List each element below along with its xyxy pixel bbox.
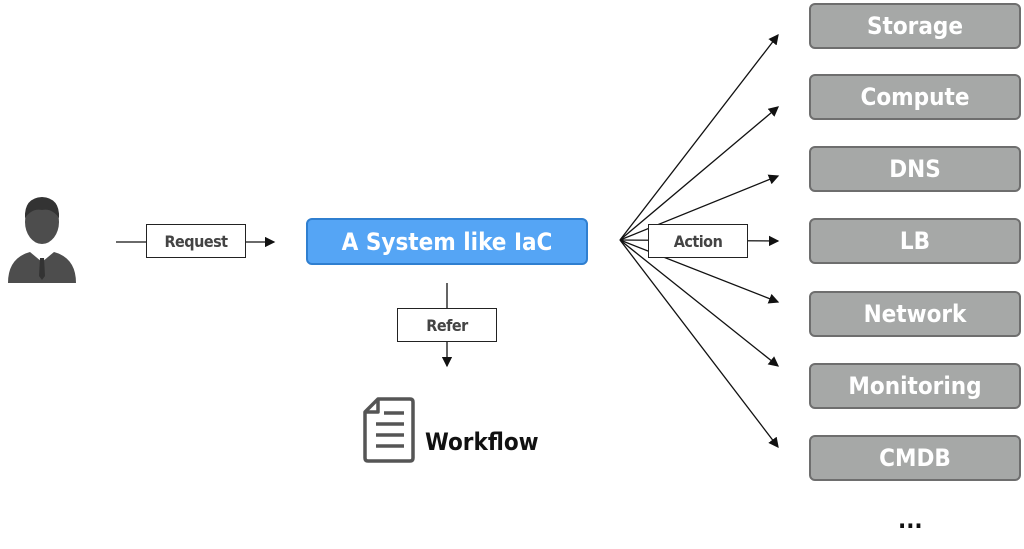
request-label: Request — [146, 224, 246, 258]
target-lb: LB — [809, 218, 1021, 264]
more-ellipsis: ... — [898, 506, 923, 534]
target-monitoring: Monitoring — [809, 363, 1021, 409]
document-icon — [363, 397, 415, 463]
target-dns: DNS — [809, 146, 1021, 192]
workflow-label: Workflow — [425, 428, 539, 456]
target-compute: Compute — [809, 74, 1021, 120]
refer-label: Refer — [397, 308, 497, 342]
target-storage: Storage — [809, 3, 1021, 49]
action-label: Action — [648, 224, 748, 258]
system-box: A System like IaC — [306, 218, 588, 265]
businessman-icon — [8, 197, 76, 283]
target-network: Network — [809, 291, 1021, 337]
target-cmdb: CMDB — [809, 435, 1021, 481]
